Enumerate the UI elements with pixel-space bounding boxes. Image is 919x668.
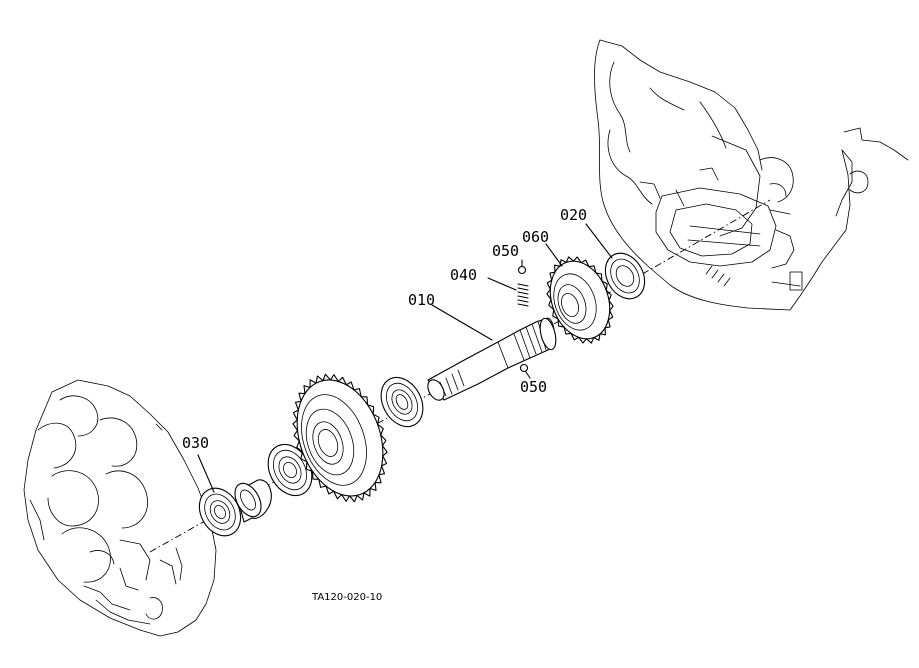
gear-060-teeth xyxy=(546,256,614,344)
leader-060 xyxy=(545,243,563,267)
shaft-010 xyxy=(427,317,557,401)
large-gear-teeth xyxy=(292,373,388,503)
callout-040: 040 xyxy=(450,266,477,284)
leader-030 xyxy=(197,454,215,493)
left-case-housing xyxy=(23,379,217,637)
diagram-code: TA120-020-10 xyxy=(311,592,382,603)
gear-060 xyxy=(546,256,614,344)
bearing-020 xyxy=(604,252,646,300)
right-case-housing xyxy=(594,39,909,311)
spacer-collar xyxy=(234,479,272,523)
spring-040 xyxy=(517,283,529,307)
leader-050-bottom xyxy=(525,371,531,379)
callout-050-bottom: 050 xyxy=(520,378,547,396)
ball-050-top xyxy=(517,265,527,275)
callout-060: 060 xyxy=(522,228,549,246)
callout-020: 020 xyxy=(560,206,587,224)
leader-010 xyxy=(431,304,493,341)
leader-020 xyxy=(585,223,613,259)
callout-labels: 030 010 040 050 060 020 050 xyxy=(182,206,587,452)
bearing-030 xyxy=(198,487,242,537)
large-gear xyxy=(292,373,388,503)
bearing-middle-right xyxy=(380,376,424,428)
ball-050-bottom xyxy=(519,363,529,373)
leader-040 xyxy=(487,277,517,291)
leader-lines xyxy=(197,223,613,493)
callout-030: 030 xyxy=(182,434,209,452)
callout-050-top: 050 xyxy=(492,242,519,260)
callout-010: 010 xyxy=(408,291,435,309)
